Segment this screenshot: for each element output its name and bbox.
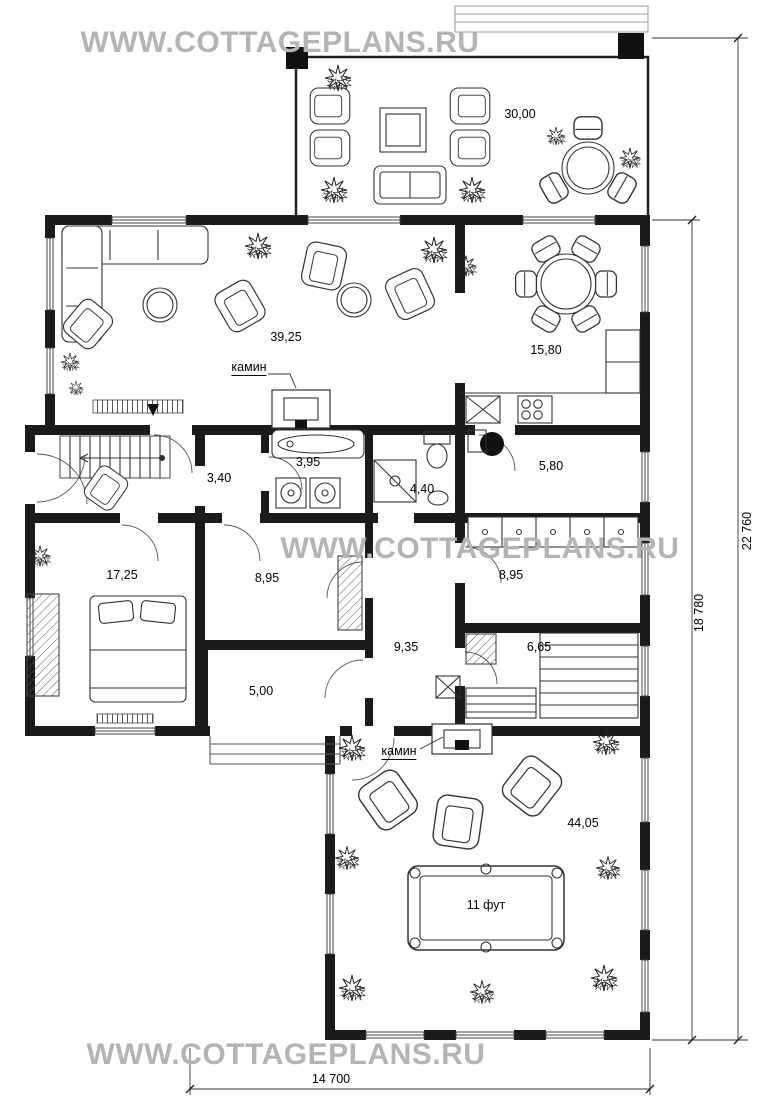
stairs: [29, 435, 171, 569]
living-room-furniture: [59, 225, 480, 429]
sauna-furniture: [465, 632, 639, 719]
room-area-room-right: 8,95: [498, 568, 524, 582]
room-area-bathroom: 3,95: [295, 455, 321, 469]
room-area-sauna: 6,65: [526, 640, 552, 654]
fireplace-label-top: камин: [231, 360, 267, 376]
bathroom-furniture: [271, 429, 365, 509]
room-area-dining: 15,80: [530, 343, 562, 357]
windows-layer: [25, 215, 650, 1040]
watermark-bottom: WWW.COTTAGEPLANS.RU: [86, 1038, 486, 1071]
fireplace-label-bottom: камин: [381, 744, 417, 760]
watermark-top: WWW.COTTAGEPLANS.RU: [80, 26, 480, 59]
room-area-room-center: 8,95: [254, 571, 280, 585]
room-area-corridor: 9,35: [393, 640, 419, 654]
corridor-furniture: [337, 555, 461, 699]
billiard-table-label: 11 фут: [466, 898, 506, 912]
terrace-furniture: [309, 64, 644, 207]
room-area-terrace: 30,00: [504, 107, 536, 121]
dimension-inner-height: 18 780: [692, 593, 706, 633]
porch-steps: [209, 736, 341, 765]
terrace-layer: [286, 5, 650, 215]
billiard-room-furniture: [334, 723, 624, 1007]
doors-layer: [25, 293, 515, 736]
room-area-porch: 5,00: [248, 684, 274, 698]
bedroom-furniture: [26, 593, 187, 724]
shower-room-furniture: [373, 431, 451, 506]
dimension-overall-width: 14 700: [311, 1072, 351, 1086]
room-area-shower: 4,40: [409, 482, 435, 496]
watermark-middle: WWW.COTTAGEPLANS.RU: [280, 532, 680, 565]
room-area-pantry: 5,80: [538, 459, 564, 473]
room-area-hall: 3,40: [206, 471, 232, 485]
room-area-bedroom: 17,25: [106, 568, 138, 582]
room-area-billiard: 44,05: [567, 816, 599, 830]
dining-kitchen-furniture: [460, 232, 641, 424]
room-area-living: 39,25: [270, 330, 302, 344]
pantry-furniture: [467, 429, 504, 456]
dimension-overall-height: 22 760: [740, 511, 754, 551]
furniture-layer: [26, 64, 644, 1007]
wardrobe-furniture: [467, 516, 639, 548]
dimensions-layer: [185, 33, 748, 1095]
